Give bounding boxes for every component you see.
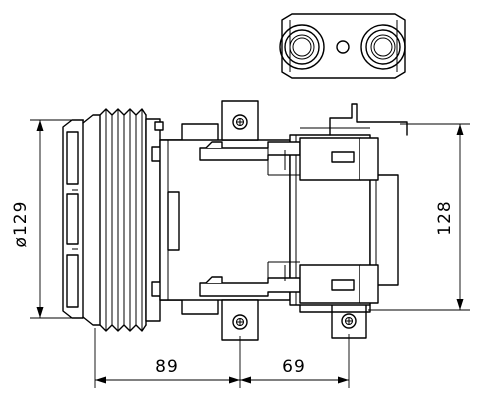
dimension-height-label: 128 [435,200,455,235]
dimension-lengths: 89 69 [94,328,350,388]
port-block-top-view [279,13,406,79]
dimension-left-length-label: 89 [155,357,179,377]
mounting-ear-upper [221,100,259,141]
dimension-diameter: ø129 [11,119,84,319]
fitting-upper [199,137,379,181]
pulley-grooves [99,108,147,332]
dimension-diameter-label: ø129 [11,201,31,248]
dimension-right-length-label: 69 [282,357,306,377]
fitting-lower [199,261,379,304]
dimension-height: 128 [368,123,470,311]
mounting-ear-lower-right [331,299,367,339]
mounting-ear-lower-left [221,299,259,341]
clutch-pulley [62,108,164,332]
